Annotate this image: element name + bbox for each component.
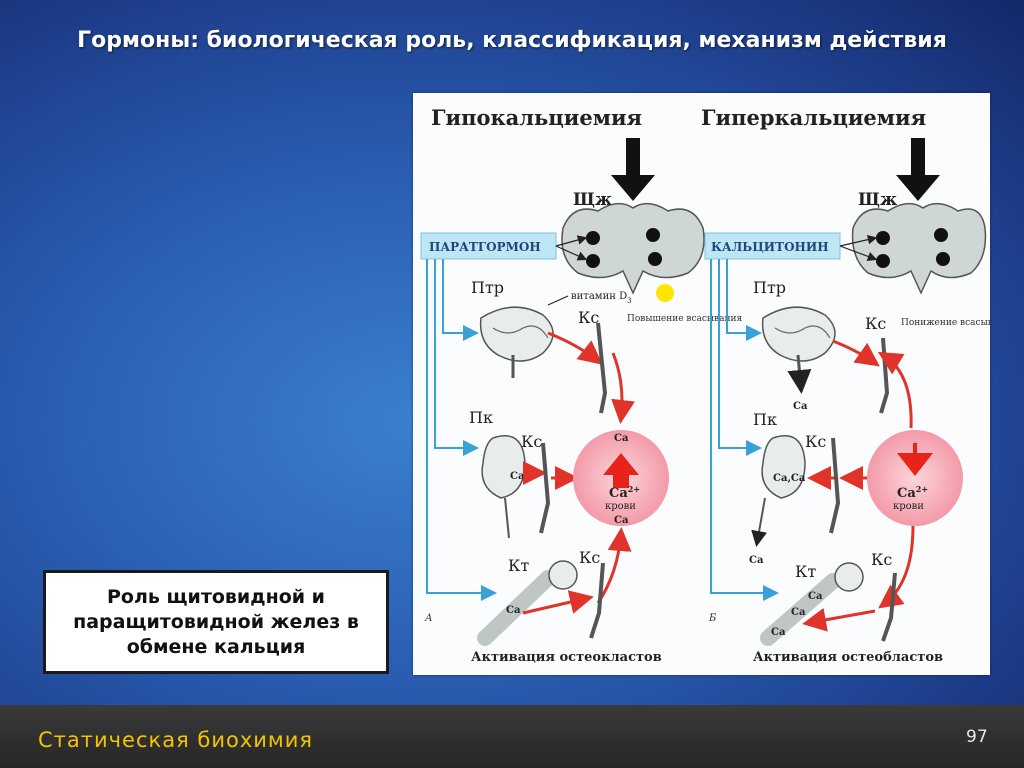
right-hormone-label: КАЛЬЦИТОНИН	[711, 240, 829, 254]
left-absorption-note: Повышение всасывания	[627, 314, 742, 324]
caption-text: Роль щитовидной и паращитовидной желез в…	[73, 585, 359, 660]
right-stimulus-arrow	[896, 138, 940, 201]
left-blood-ca-top: Са	[614, 433, 629, 444]
left-kidney-label: Пк	[469, 408, 493, 427]
left-heading: Гипокальциемия	[431, 105, 642, 130]
left-stimulus-arrow	[611, 138, 655, 201]
left-intestine	[481, 307, 553, 378]
left-kidney	[482, 436, 525, 538]
right-vessel-label-1: Кс	[865, 314, 886, 333]
left-vitamin-dot	[656, 284, 674, 302]
right-kidney	[757, 436, 805, 543]
left-thyroid-gland	[562, 204, 704, 293]
right-panel: Гиперкальциемия Щж КАЛЬЦИТОНИН Птр Са Кс…	[701, 105, 990, 665]
slide-title: Гормоны: биологическая роль, классификац…	[0, 28, 1024, 53]
left-blood-word: крови	[605, 501, 636, 512]
right-kidney-out-ca: Са	[749, 555, 764, 566]
right-blood-word: крови	[893, 501, 924, 512]
right-kidney-label: Пк	[753, 410, 777, 429]
left-bone-ca: Са	[506, 605, 521, 616]
right-kidney-ca: Са,Са	[773, 473, 806, 484]
page-number: 97	[966, 727, 988, 747]
calcium-regulation-figure: Гипокальциемия Щж ПАРАТГОРМОН Птр	[413, 93, 990, 675]
left-intestine-label: Птр	[471, 278, 504, 297]
left-vitamin-label: витамин D3	[571, 291, 632, 305]
right-thyroid-gland	[853, 204, 986, 293]
left-vessel-label-2: Кс	[521, 432, 542, 451]
right-bone-ca-2: Са	[791, 607, 806, 618]
left-panel: Гипокальциемия Щж ПАРАТГОРМОН Птр	[421, 105, 742, 665]
right-vessel-label-2: Кс	[805, 432, 826, 451]
left-vessel-label-3: Кс	[579, 548, 600, 567]
left-hormone-label: ПАРАТГОРМОН	[429, 240, 541, 254]
right-intestine	[763, 307, 835, 388]
right-bone-ca-3: Са	[771, 627, 786, 638]
right-vessel-label-3: Кс	[871, 550, 892, 569]
left-bone-label: Кт	[508, 556, 529, 575]
right-heading: Гиперкальциемия	[701, 105, 926, 130]
left-bottom-caption: Активация остеокластов	[471, 650, 662, 665]
right-intestine-ca: Са	[793, 401, 808, 412]
left-bone	[485, 561, 577, 638]
right-bottom-caption: Активация остеобластов	[753, 650, 943, 665]
right-panel-letter: Б	[708, 613, 717, 624]
right-intestine-label: Птр	[753, 278, 786, 297]
left-kidney-ca: Са	[510, 471, 525, 482]
right-bone-label: Кт	[795, 562, 816, 581]
right-gland-label: Щж	[858, 190, 897, 210]
right-absorption-note: Понижение всасывания	[901, 318, 990, 328]
footer-title: Статическая биохимия	[38, 728, 313, 752]
right-bone-ca-1: Са	[808, 591, 823, 602]
caption-box: Роль щитовидной и паращитовидной желез в…	[43, 570, 389, 674]
left-blood-ca-bottom: Са	[614, 515, 629, 526]
left-panel-letter: А	[424, 613, 433, 624]
